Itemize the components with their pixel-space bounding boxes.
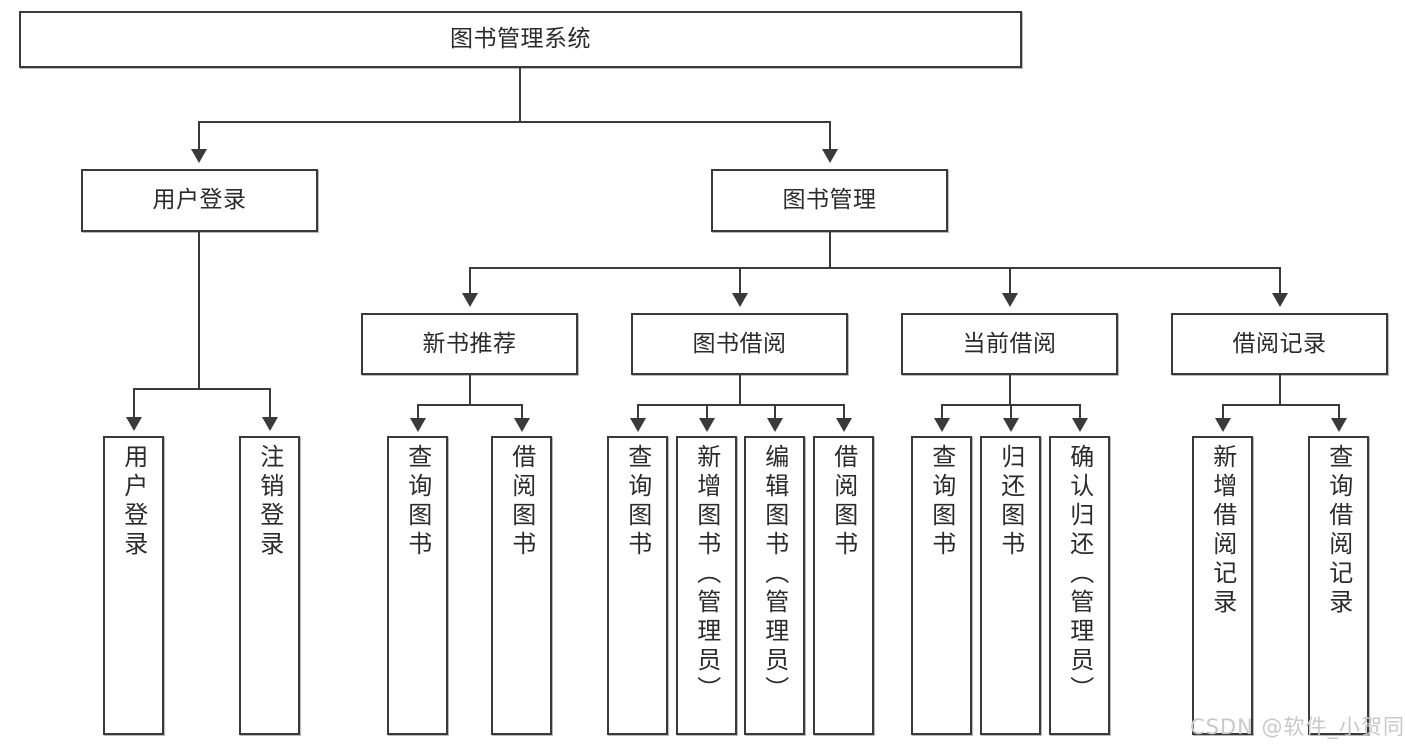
arrowhead-br-leaf-1	[1215, 418, 1231, 432]
node-label: 新书推荐	[422, 330, 517, 357]
arrowhead-bb-leaf-1	[630, 418, 646, 432]
connector-user-login-to-leaf-2	[269, 388, 271, 417]
arrowhead-nb-leaf-1	[410, 418, 426, 432]
connector-nb-to-leaf-2	[521, 404, 523, 418]
node-book-management[interactable]: 图书管理	[711, 169, 948, 232]
leaf-br-query-record[interactable]: 查询借阅记录	[1308, 436, 1369, 735]
node-root-book-management-system[interactable]: 图书管理系统	[19, 11, 1022, 68]
node-label: 编辑图书（管理员）	[760, 444, 789, 705]
connector-bb-to-leaf-2	[706, 404, 708, 418]
connector-cb-to-leaf-2	[1010, 404, 1012, 418]
leaf-logout[interactable]: 注销登录	[239, 436, 300, 735]
arrowhead-user-login-leaf-2	[262, 417, 278, 431]
node-label: 图书借阅	[692, 330, 787, 357]
connector-root-bus	[198, 121, 831, 123]
connector-book-management-bus	[469, 267, 1280, 269]
connector-bm-to-new-book	[469, 267, 471, 295]
node-label: 借阅图书	[507, 444, 536, 560]
connector-bb-to-leaf-3	[774, 404, 776, 418]
connector-root-trunk	[519, 68, 521, 122]
connector-bm-to-borrow-record	[1279, 267, 1281, 295]
connector-root-to-book-management	[829, 121, 831, 149]
node-label: 图书管理系统	[450, 26, 591, 53]
node-current-borrow[interactable]: 当前借阅	[901, 313, 1118, 375]
connector-cb-to-leaf-3	[1079, 404, 1081, 418]
node-book-borrow[interactable]: 图书借阅	[631, 313, 848, 375]
node-new-book-recommend[interactable]: 新书推荐	[361, 313, 578, 375]
leaf-user-login[interactable]: 用户登录	[103, 436, 164, 735]
connector-borrow-record-bus	[1222, 404, 1339, 406]
leaf-bb-edit-book-admin[interactable]: 编辑图书（管理员）	[744, 436, 805, 735]
node-user-login[interactable]: 用户登录	[81, 169, 318, 232]
connector-br-to-leaf-2	[1338, 404, 1340, 418]
node-label: 归还图书	[996, 444, 1025, 560]
arrowhead-book-management	[822, 149, 838, 163]
arrowhead-cb-leaf-1	[934, 418, 950, 432]
arrowhead-user-login	[191, 149, 207, 163]
node-label: 查询借阅记录	[1324, 444, 1353, 618]
node-label: 新增借阅记录	[1208, 444, 1237, 618]
connector-bb-to-leaf-1	[637, 404, 639, 418]
connector-nb-to-leaf-1	[417, 404, 419, 418]
node-label: 查询图书	[927, 444, 956, 560]
arrowhead-cb-leaf-3	[1072, 418, 1088, 432]
connector-user-login-trunk	[198, 232, 200, 389]
connector-borrow-record-trunk	[1279, 375, 1281, 405]
arrowhead-new-book-recommend	[462, 293, 478, 307]
arrowhead-cb-leaf-2	[1003, 418, 1019, 432]
arrowhead-bb-leaf-2	[699, 418, 715, 432]
connector-bm-to-current-borrow	[1009, 267, 1011, 295]
node-label: 用户登录	[152, 187, 247, 214]
arrowhead-bb-leaf-3	[767, 418, 783, 432]
node-label: 借阅记录	[1232, 330, 1327, 357]
arrowhead-borrow-record	[1272, 293, 1288, 307]
connector-bb-to-leaf-4	[843, 404, 845, 418]
leaf-cb-query-book[interactable]: 查询图书	[911, 436, 972, 735]
node-label: 查询图书	[623, 444, 652, 560]
arrowhead-nb-leaf-2	[514, 418, 530, 432]
leaf-bb-borrow-book[interactable]: 借阅图书	[813, 436, 874, 735]
connector-user-login-bus	[133, 388, 269, 390]
arrowhead-br-leaf-2	[1331, 418, 1347, 432]
node-label: 用户登录	[119, 444, 148, 560]
node-label: 图书管理	[782, 187, 877, 214]
connector-bm-to-book-borrow	[739, 267, 741, 295]
node-label: 注销登录	[255, 444, 284, 560]
node-label: 借阅图书	[829, 444, 858, 560]
connector-current-borrow-trunk	[1009, 375, 1011, 405]
arrowhead-bb-leaf-4	[836, 418, 852, 432]
node-borrow-record[interactable]: 借阅记录	[1171, 313, 1388, 375]
leaf-nb-query-book[interactable]: 查询图书	[387, 436, 448, 735]
leaf-cb-confirm-return-admin[interactable]: 确认归还（管理员）	[1049, 436, 1110, 735]
leaf-bb-query-book[interactable]: 查询图书	[607, 436, 668, 735]
connector-root-to-user-login	[198, 121, 200, 149]
connector-book-borrow-trunk	[739, 375, 741, 405]
connector-book-management-trunk	[829, 232, 831, 268]
leaf-nb-borrow-book[interactable]: 借阅图书	[491, 436, 552, 735]
node-label: 当前借阅	[962, 330, 1057, 357]
arrowhead-user-login-leaf-1	[126, 417, 142, 431]
connector-new-book-bus	[417, 404, 522, 406]
leaf-cb-return-book[interactable]: 归还图书	[980, 436, 1041, 735]
node-label: 确认归还（管理员）	[1065, 444, 1094, 705]
connector-br-to-leaf-1	[1222, 404, 1224, 418]
connector-cb-to-leaf-1	[941, 404, 943, 418]
leaf-br-add-record[interactable]: 新增借阅记录	[1192, 436, 1253, 735]
connector-book-borrow-bus	[637, 404, 845, 406]
csdn-watermark: CSDN @软件_小贺同学	[1190, 715, 1405, 739]
arrowhead-book-borrow	[732, 293, 748, 307]
node-label: 查询图书	[403, 444, 432, 560]
arrowhead-current-borrow	[1002, 293, 1018, 307]
connector-new-book-trunk	[469, 375, 471, 405]
connector-user-login-to-leaf-1	[133, 388, 135, 417]
leaf-bb-add-book-admin[interactable]: 新增图书（管理员）	[676, 436, 737, 735]
node-label: 新增图书（管理员）	[692, 444, 721, 705]
